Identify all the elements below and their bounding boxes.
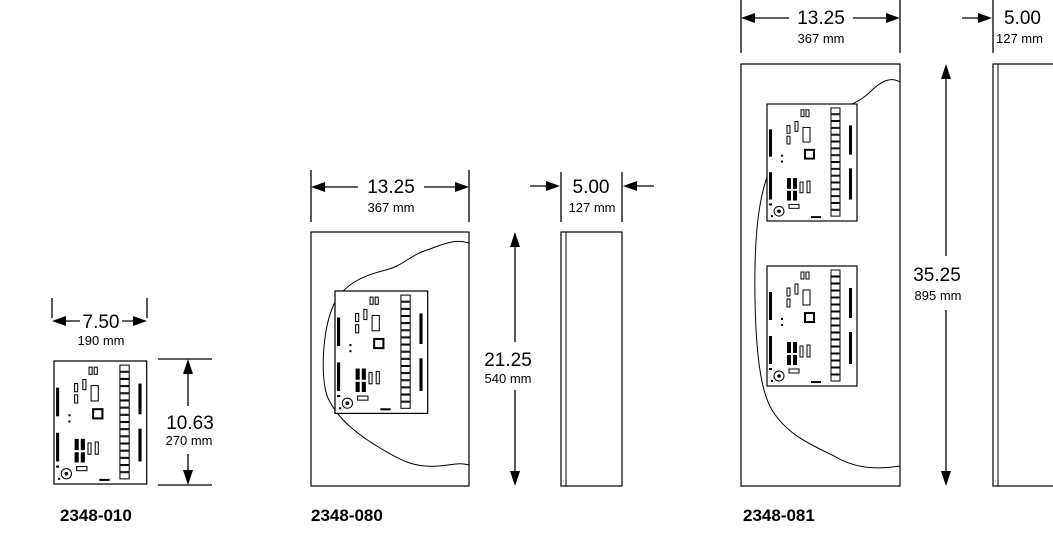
height-dimension: 21.25 540 mm xyxy=(484,232,532,486)
circuit-board-lower xyxy=(766,265,858,387)
height-mm: 540 mm xyxy=(485,371,532,386)
width-mm: 190 mm xyxy=(78,333,125,348)
height-dimension: 35.25 895 mm xyxy=(913,64,961,486)
width-dimension: 13.25 367 mm xyxy=(310,170,470,222)
depth-dimension: 5.00 127 mm xyxy=(530,172,654,222)
model-number: 2348-081 xyxy=(743,506,815,525)
depth-inches: 5.00 xyxy=(573,177,610,198)
width-dimension: 7.50 190 mm xyxy=(51,298,148,348)
circuit-board xyxy=(333,289,429,415)
depth-inches: 5.00 xyxy=(1004,8,1041,29)
width-dimension: 13.25 367 mm xyxy=(740,0,901,53)
width-inches: 7.50 xyxy=(83,312,120,333)
circuit-board xyxy=(52,359,148,486)
depth-mm: 127 mm xyxy=(996,31,1043,46)
circuit-board-upper xyxy=(766,103,858,222)
model-number: 2348-080 xyxy=(311,506,383,525)
enclosure-side xyxy=(560,231,623,487)
depth-mm: 127 mm xyxy=(569,200,616,215)
enclosure-front xyxy=(740,63,901,487)
height-mm: 895 mm xyxy=(915,288,962,303)
width-inches: 13.25 xyxy=(797,8,845,29)
unit-2348-010: 7.50 190 mm 10.63 270 mm 2348-010 xyxy=(51,298,214,525)
enclosure-front xyxy=(310,231,470,487)
height-inches: 21.25 xyxy=(484,350,532,371)
enclosure-side xyxy=(992,63,1053,487)
height-inches: 35.25 xyxy=(913,265,961,286)
height-mm: 270 mm xyxy=(166,433,213,448)
model-number: 2348-010 xyxy=(60,506,132,525)
width-mm: 367 mm xyxy=(798,31,845,46)
height-dimension: 10.63 270 mm xyxy=(158,358,214,486)
width-inches: 13.25 xyxy=(367,177,415,198)
unit-2348-080: 13.25 367 mm 21.25 540 mm 5.00 127 mm xyxy=(310,170,654,525)
width-mm: 367 mm xyxy=(368,200,415,215)
unit-2348-081: 13.25 367 mm 35.25 895 mm 5.00 127 mm xyxy=(740,0,1053,525)
height-inches: 10.63 xyxy=(166,413,214,434)
depth-dimension: 5.00 127 mm xyxy=(962,0,1043,53)
